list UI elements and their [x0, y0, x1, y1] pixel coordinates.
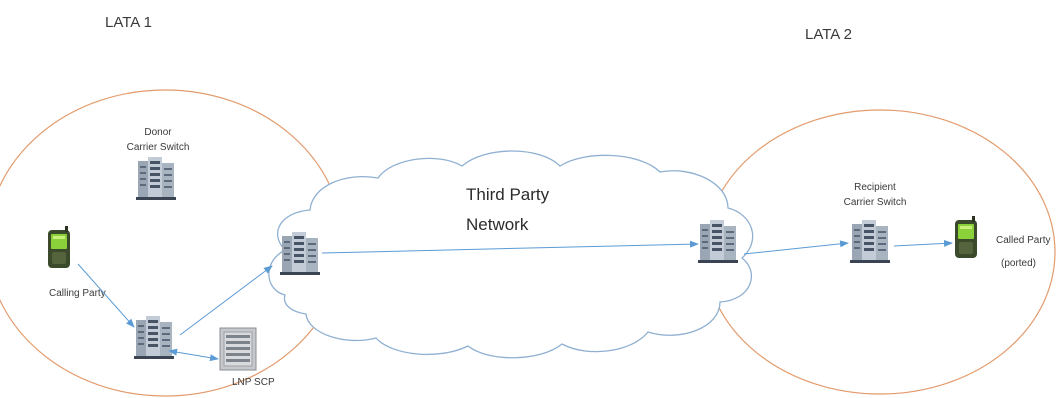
cloud-label-line1: Third Party — [466, 185, 550, 204]
lata2-title: LATA 2 — [805, 26, 852, 43]
donor-switch-label-line1: Donor — [144, 127, 172, 138]
arrow-phone-to-origin-switch — [77, 263, 135, 328]
called-party-label-line2: (ported) — [1001, 258, 1036, 269]
arrow-cloud-to-recipient-switch — [743, 240, 849, 255]
recipient-switch-label-line1: Recipient — [854, 182, 896, 193]
donor-switch-label-line2: Carrier Switch — [127, 142, 190, 153]
called-party-label-line1: Called Party — [996, 235, 1050, 246]
called-party: Called Party (ported) — [955, 216, 1050, 269]
recipient-switch-label-line2: Carrier Switch — [844, 197, 907, 208]
originating-switch — [134, 316, 174, 359]
lata1-title: LATA 1 — [105, 14, 152, 31]
scp-label: LNP SCP — [232, 377, 275, 388]
cloud-icon — [268, 150, 754, 359]
arrow-cloud-transit — [321, 240, 699, 254]
arrow-origin-switch-scp-query — [168, 348, 219, 362]
third-party-network-cloud: Third Party Network — [268, 150, 754, 359]
server-tower-icon — [134, 316, 174, 359]
server-tower-icon — [698, 220, 738, 263]
calling-party-label: Calling Party — [49, 288, 106, 299]
server-tower-icon — [136, 157, 176, 200]
arrow-recipient-switch-to-phone — [893, 239, 953, 247]
lnp-scp: LNP SCP — [219, 327, 275, 388]
cloud-label-line2: Network — [466, 215, 529, 234]
mobile-phone-icon — [48, 226, 70, 268]
donor-carrier-switch: Donor Carrier Switch — [127, 127, 190, 200]
cloud-ingress-switch — [280, 232, 320, 275]
server-tower-icon — [850, 220, 890, 263]
cloud-egress-switch — [698, 220, 738, 263]
recipient-carrier-switch: Recipient Carrier Switch — [844, 182, 907, 263]
mobile-phone-icon — [955, 216, 977, 258]
scp-cabinet-icon — [219, 327, 257, 371]
server-tower-icon — [280, 232, 320, 275]
calling-party: Calling Party — [48, 226, 106, 299]
arrow-origin-switch-to-cloud — [179, 265, 273, 336]
